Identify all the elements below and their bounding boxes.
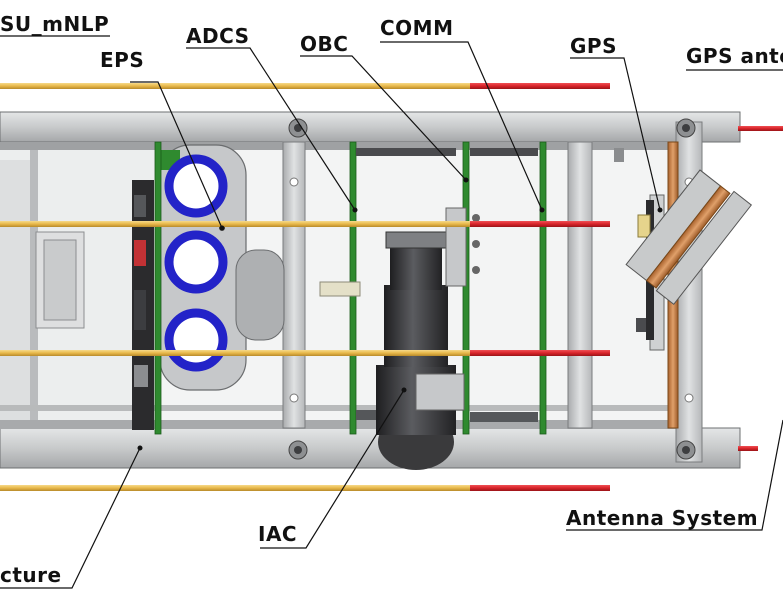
label-eps: EPS [100, 48, 145, 72]
comm-leader [380, 41, 543, 211]
label-su-mnlp: SU_mNLP [0, 12, 110, 36]
eps-module [132, 144, 285, 430]
label-adcs: ADCS [186, 24, 250, 48]
iac-camera [319, 207, 480, 470]
label-gps-antenna: GPS ante [686, 44, 783, 68]
label-comm: COMM [380, 16, 454, 40]
adcs-leader [186, 47, 356, 211]
label-structure: cture [0, 563, 62, 587]
label-iac: IAC [258, 522, 298, 546]
rods [0, 83, 783, 491]
eps-leader [130, 81, 223, 229]
leader-dots [137, 177, 663, 451]
leader-lines [0, 35, 783, 589]
corner-screws [288, 118, 696, 460]
antenna-system-leader [566, 419, 783, 531]
structure-leader [0, 447, 141, 589]
label-obc: OBC [300, 32, 349, 56]
iac-leader [260, 389, 405, 549]
gps-leader [570, 57, 661, 211]
label-gps: GPS [570, 34, 617, 58]
label-antenna-system: Antenna System [566, 506, 759, 530]
antenna-system [625, 141, 753, 429]
obc-leader [300, 55, 467, 181]
